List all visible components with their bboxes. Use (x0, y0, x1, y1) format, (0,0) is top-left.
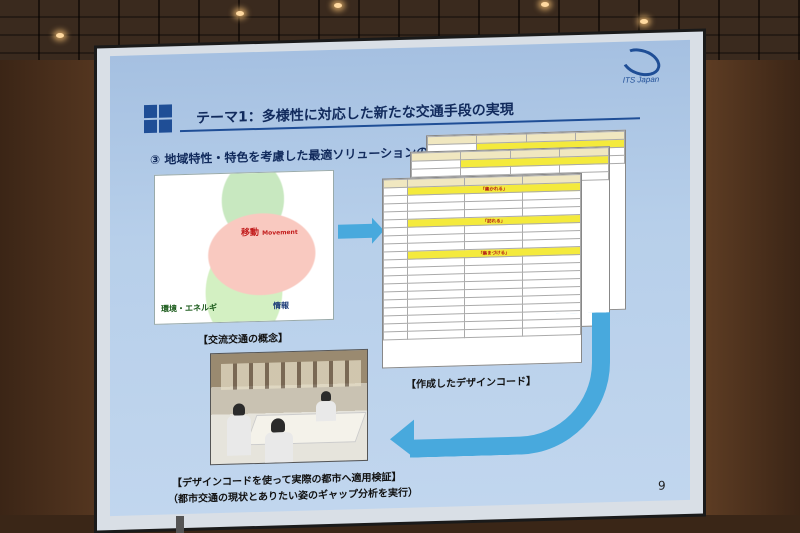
concept-diagram-graphic (155, 170, 333, 324)
wall-posters (221, 360, 361, 390)
meeting-table (245, 411, 367, 446)
person-body (227, 415, 251, 456)
grid-squares-icon (144, 104, 172, 134)
slide-subtitle: ③ 地域特性・特色を考慮した最適ソリューションの導出 (150, 144, 453, 167)
ceiling-light (334, 3, 342, 8)
concept-caption: 【交流交通の概念】 (198, 333, 288, 347)
person-head (321, 390, 331, 402)
curved-arrow-icon (410, 312, 610, 458)
ceiling-light (541, 2, 549, 7)
page-number: 9 (658, 478, 666, 493)
right-arrow-icon (338, 223, 374, 239)
meeting-photo (210, 348, 368, 466)
person-head (233, 403, 245, 416)
ceiling-light (56, 33, 64, 38)
concept-move-label: 移動 Movement (241, 227, 298, 239)
person-head (271, 418, 285, 433)
curved-arrow-head-icon (390, 419, 414, 459)
ceiling-light (236, 11, 244, 16)
concept-diagram: 移動 Movement 環境・エネルギ 情報 (154, 169, 334, 325)
concept-env-label: 環境・エネルギ (161, 303, 217, 314)
person-body (316, 400, 336, 422)
slide-title-bar: テーマ1：多様性に対応した新たな交通手段の実現 (120, 91, 640, 134)
person-body (265, 431, 293, 465)
ceiling-light (640, 19, 648, 24)
concept-info-label: 情報 (273, 301, 289, 311)
microphone-stand (176, 516, 184, 533)
its-japan-logo: ITS Japan (606, 43, 676, 85)
presentation-slide: ITS Japan テーマ1：多様性に対応した新たな交通手段の実現 ③ 地域特性… (110, 39, 690, 517)
